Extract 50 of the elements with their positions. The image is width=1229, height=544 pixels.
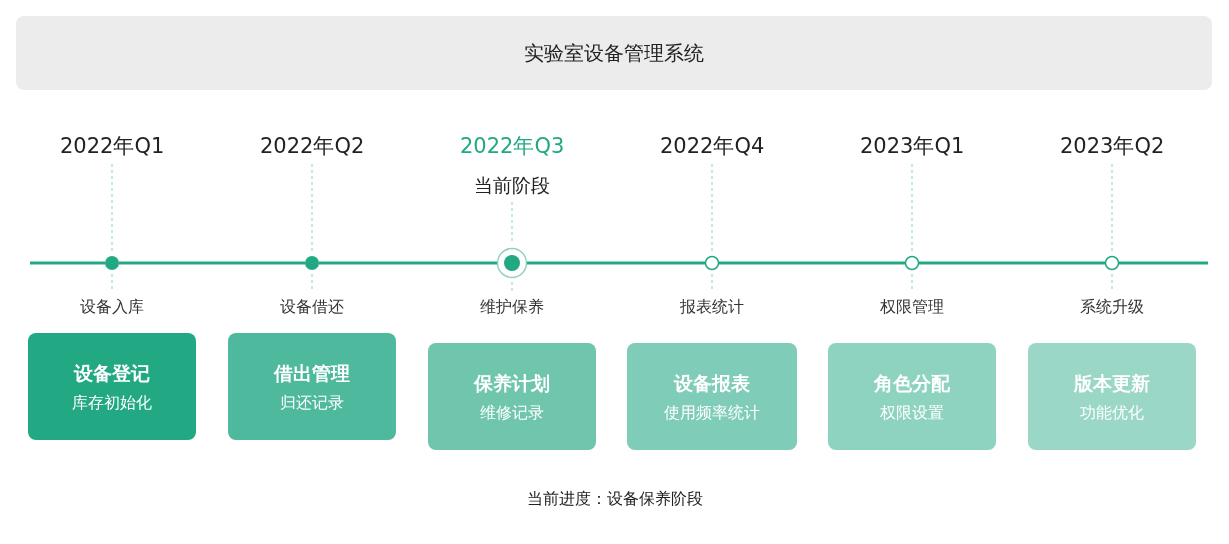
dashed-connector	[111, 163, 113, 253]
timeline-line	[527, 261, 705, 265]
milestone-dot	[1104, 255, 1120, 271]
phase-card	[828, 343, 996, 450]
phase-card	[1028, 343, 1196, 450]
dashed-connector	[711, 163, 713, 253]
card-title: 保养计划	[474, 370, 550, 396]
date-label: 2023年Q1	[860, 132, 965, 160]
card-subtitle: 功能优化	[1080, 401, 1144, 424]
phase-label: 设备借还	[280, 296, 344, 318]
milestone-dot	[305, 256, 319, 270]
phase-card	[228, 333, 396, 440]
date-label: 2022年Q2	[260, 132, 365, 160]
milestone-dot	[496, 247, 528, 279]
dashed-connector	[511, 281, 513, 293]
milestone-dot	[704, 255, 720, 271]
phase-label: 维护保养	[480, 296, 544, 318]
timeline-line	[719, 261, 905, 265]
card-subtitle: 库存初始化	[72, 391, 152, 414]
milestone-dot	[105, 256, 119, 270]
date-label: 2022年Q3	[460, 132, 565, 160]
dashed-connector	[1111, 163, 1113, 253]
card-title: 借出管理	[274, 360, 350, 386]
phase-label: 权限管理	[880, 296, 944, 318]
phase-label: 系统升级	[1080, 296, 1144, 318]
milestone-dot	[904, 255, 920, 271]
card-subtitle: 权限设置	[880, 401, 944, 424]
phase-card	[28, 333, 196, 440]
phase-card	[428, 343, 596, 450]
caption: 当前进度：设备保养阶段	[525, 488, 704, 510]
phase-label: 设备入库	[80, 296, 144, 318]
dashed-connector	[311, 163, 313, 253]
phase-card	[627, 343, 797, 450]
card-subtitle: 使用频率统计	[664, 401, 760, 424]
title: 实验室设备管理系统	[523, 40, 705, 66]
timeline-line	[919, 261, 1105, 265]
card-subtitle: 归还记录	[280, 391, 344, 414]
phase-label: 报表统计	[680, 296, 744, 318]
date-label: 2023年Q2	[1060, 132, 1165, 160]
date-label: 2022年Q4	[660, 132, 765, 160]
date-label: 2022年Q1	[60, 132, 165, 160]
timeline-line	[319, 261, 497, 265]
status-label: 当前阶段	[474, 172, 550, 198]
card-title: 设备登记	[74, 360, 150, 386]
timeline-line	[119, 261, 305, 265]
dashed-connector	[911, 163, 913, 253]
card-title: 设备报表	[674, 370, 750, 396]
card-title: 版本更新	[1074, 370, 1150, 396]
card-subtitle: 维修记录	[480, 401, 544, 424]
card-title: 角色分配	[874, 370, 950, 396]
